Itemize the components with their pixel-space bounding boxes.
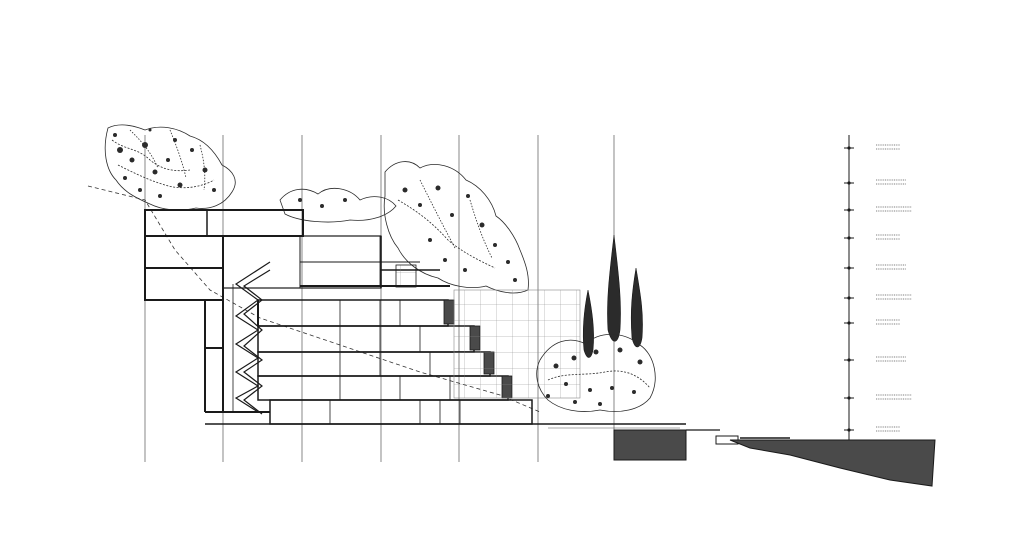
foliage-texture-left xyxy=(113,128,216,198)
upper-room-2 xyxy=(144,267,224,301)
level-marker xyxy=(847,396,851,400)
level-marker xyxy=(847,236,851,240)
level-marker xyxy=(847,428,851,432)
cypress-tree xyxy=(582,289,594,358)
cypress-tree xyxy=(607,234,621,342)
foliage-texture-middle xyxy=(298,185,517,282)
upper-volume xyxy=(144,209,304,237)
level-marker xyxy=(847,321,851,325)
level-marker xyxy=(847,208,851,212)
tree-foliage-middle xyxy=(279,161,529,294)
roof-terrace xyxy=(299,235,450,288)
level-scale xyxy=(844,135,912,440)
tree-foliage-left xyxy=(104,124,236,211)
floor-level-1 xyxy=(257,299,449,327)
level-ticks xyxy=(844,144,912,432)
level-marker xyxy=(847,296,851,300)
level-marker xyxy=(847,358,851,362)
shrub-texture xyxy=(546,347,643,406)
level-marker xyxy=(847,266,851,270)
glass-facade xyxy=(453,289,581,399)
ground-mass-left xyxy=(613,429,687,461)
floor-level-2 xyxy=(257,325,475,353)
floor-level-ground xyxy=(269,399,533,425)
cypress-trees xyxy=(582,234,643,358)
upper-block xyxy=(144,209,382,301)
ground-section xyxy=(540,423,936,487)
cypress-tree xyxy=(630,267,643,348)
level-marker xyxy=(847,181,851,185)
upper-room-1 xyxy=(144,235,224,269)
shrub-cluster xyxy=(536,333,656,412)
zigzag-stair xyxy=(232,261,271,415)
terrace-planter xyxy=(443,299,455,325)
ground-mass-right xyxy=(729,439,936,487)
level-marker xyxy=(847,146,851,150)
roof-stair xyxy=(395,264,417,288)
